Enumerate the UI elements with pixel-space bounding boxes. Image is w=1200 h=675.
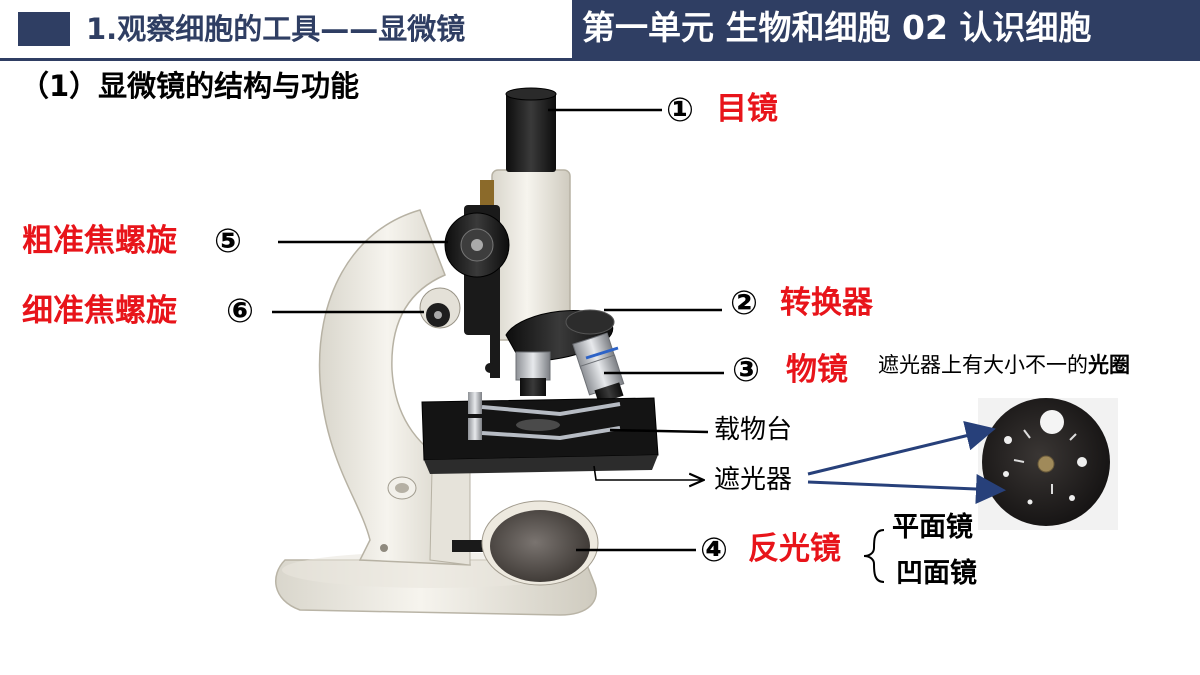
- mirror-illustration: [452, 500, 599, 586]
- focus-rod: [490, 330, 500, 378]
- plane-mirror-label: 平面镜: [892, 512, 973, 543]
- diaphragm-label: 遮光器: [714, 465, 793, 495]
- aperture-note-text: 遮光器上有大小不一的: [878, 353, 1088, 377]
- concave-mirror-label: 凹面镜: [896, 558, 977, 589]
- mirror-number: ④: [700, 530, 728, 569]
- nosepiece-label: 转换器: [780, 285, 873, 321]
- coarse-focus-number: ⑤: [214, 221, 242, 260]
- mirror-label: 反光镜: [748, 531, 841, 567]
- eyepiece-illustration: [505, 87, 557, 172]
- stage-illustration: [421, 392, 659, 474]
- aperture-arrows: [807, 421, 1006, 504]
- topic-title: 1.观察细胞的工具——显微镜: [86, 12, 466, 46]
- fine-focus-number: ⑥: [226, 291, 254, 330]
- microscope-arm: [318, 209, 471, 566]
- leader-lines: [272, 108, 724, 552]
- coarse-knob-illustration: [444, 212, 510, 278]
- stage-label: 载物台: [714, 415, 793, 445]
- objective-illustration: [515, 332, 625, 404]
- header-accent-block: [18, 12, 70, 46]
- header-divider: [0, 58, 1200, 61]
- aperture-note-emphasis: 光圈: [1088, 353, 1130, 377]
- diaphragm-pointer: [593, 465, 702, 480]
- unit-banner: [572, 0, 1200, 58]
- nosepiece-number: ②: [730, 283, 758, 322]
- objective-number: ③: [732, 350, 760, 389]
- fine-focus-label: 细准焦螺旋: [22, 293, 177, 329]
- diaphragm-disk-illustration: [978, 398, 1118, 530]
- objective-label: 物镜: [786, 352, 848, 388]
- eyepiece-number: ①: [666, 90, 694, 129]
- header-left: [0, 0, 570, 58]
- focus-rod-cap: [485, 363, 495, 373]
- eyepiece-label: 目镜: [716, 91, 778, 127]
- unit-title: 第一单元 生物和细胞 02 认识细胞: [582, 8, 1092, 47]
- aperture-note: 遮光器上有大小不一的光圈: [878, 350, 1130, 380]
- coarse-focus-label: 粗准焦螺旋: [22, 223, 177, 259]
- section-subtitle: （1）显微镜的结构与功能: [20, 69, 360, 103]
- mirror-type-brace: [863, 529, 885, 583]
- fine-knob-illustration: [419, 287, 461, 329]
